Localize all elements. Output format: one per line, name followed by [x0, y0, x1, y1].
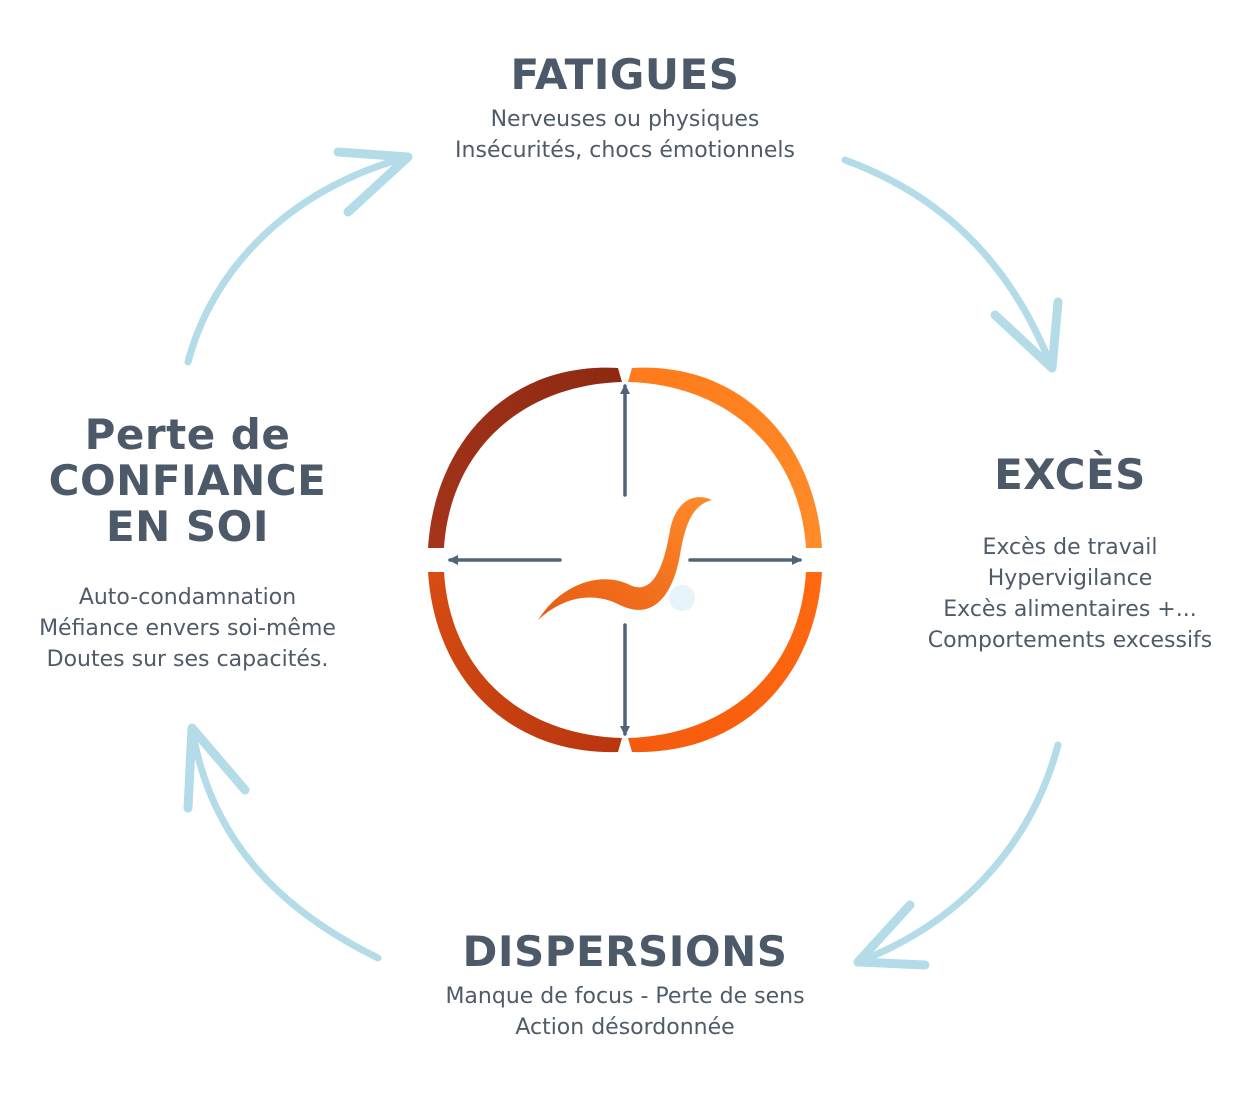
- node-confiance-title-2: CONFIANCE: [48, 456, 327, 505]
- cycle-arrow-icon: [853, 741, 1062, 970]
- node-exces-line-4: Comportements excessifs: [927, 628, 1213, 653]
- cycle-arrow-icon: [841, 156, 1063, 373]
- node-confiance-line-1: Auto-condamnation: [78, 585, 297, 610]
- ring-segment-bottom-right: [628, 572, 822, 753]
- ring-segment-bottom-left: [428, 572, 622, 753]
- cycle-arrow-icon: [184, 147, 413, 366]
- node-exces-title: EXCÈS: [994, 450, 1146, 499]
- ring-segment-top-right: [628, 367, 822, 548]
- node-confiance: Perte de CONFIANCE EN SOI Auto-condamnat…: [15, 412, 360, 675]
- node-dispersions-title: DISPERSIONS: [462, 927, 788, 976]
- node-fatigues-title: FATIGUES: [510, 50, 740, 99]
- node-exces: EXCÈS Excès de travail Hypervigilance Ex…: [900, 448, 1240, 656]
- node-dispersions-line-1: Manque de focus - Perte de sens: [445, 984, 805, 1009]
- compass-ring-icon: [428, 367, 822, 753]
- node-confiance-title-1: Perte de: [84, 410, 291, 459]
- wave-logo-icon: [538, 497, 712, 620]
- node-fatigues-line-1: Nerveuses ou physiques: [490, 107, 760, 132]
- node-dispersions: DISPERSIONS Manque de focus - Perte de s…: [375, 925, 875, 1043]
- node-confiance-title-3: EN SOI: [105, 502, 270, 551]
- node-exces-line-3: Excès alimentaires +...: [943, 597, 1197, 622]
- node-fatigues-line-2: Insécurités, chocs émotionnels: [455, 138, 795, 163]
- node-exces-line-2: Hypervigilance: [987, 566, 1153, 591]
- axis-arrows: [448, 384, 802, 736]
- node-confiance-line-3: Doutes sur ses capacités.: [46, 647, 329, 672]
- node-fatigues: FATIGUES Nerveuses ou physiques Insécuri…: [375, 48, 875, 166]
- ring-segment-top-left: [428, 367, 622, 548]
- node-dispersions-line-2: Action désordonnée: [515, 1015, 735, 1040]
- node-confiance-line-2: Méfiance envers soi-même: [39, 616, 336, 641]
- cycle-arrow-icon: [183, 723, 382, 962]
- node-exces-line-1: Excès de travail: [982, 535, 1158, 560]
- cycle-arrows: [183, 147, 1063, 970]
- dot-icon: [669, 585, 695, 611]
